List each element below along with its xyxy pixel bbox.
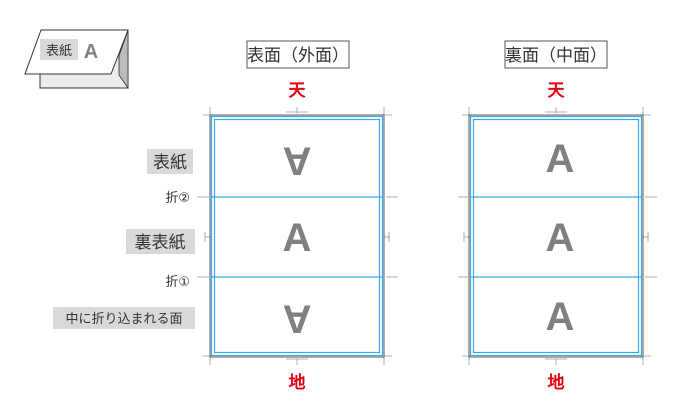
front-sheet: A A A: [197, 107, 398, 365]
back-panel-middle-letter: A: [546, 216, 575, 260]
icon-label: 表紙: [46, 44, 72, 59]
cover-label: 表紙: [153, 153, 187, 173]
front-top-label: 天: [289, 81, 307, 101]
back-bottom-label: 地: [548, 372, 565, 393]
fold1-label: 折①: [165, 275, 190, 290]
inner-face-label: 中に折り込まれる面: [65, 312, 182, 327]
front-panel-bottom-letter: A: [283, 296, 312, 340]
back-cover-label-bg: [126, 229, 195, 254]
back-top-label: 天: [548, 81, 566, 101]
front-panel-top-letter: A: [283, 138, 312, 182]
inner-label-bg: [53, 307, 195, 329]
cover-label-bg: [147, 149, 193, 174]
back-panel-bottom-letter: A: [546, 295, 575, 339]
folded-card-icon: 表紙 A: [24, 29, 129, 90]
front-title-box: [246, 40, 350, 69]
icon-letter: A: [84, 41, 98, 63]
back-sheet: A A A: [458, 107, 657, 365]
back-cover-label: 裏表紙: [135, 232, 186, 253]
back-title-box: [504, 40, 608, 69]
front-title: 表面（外面）: [247, 46, 349, 66]
front-bottom-label: 地: [289, 372, 306, 393]
back-panel-top-letter: A: [546, 137, 575, 181]
fold2-label: 折②: [165, 191, 190, 206]
back-title: 裏面（中面）: [505, 45, 607, 66]
front-panel-middle-letter: A: [283, 216, 312, 260]
